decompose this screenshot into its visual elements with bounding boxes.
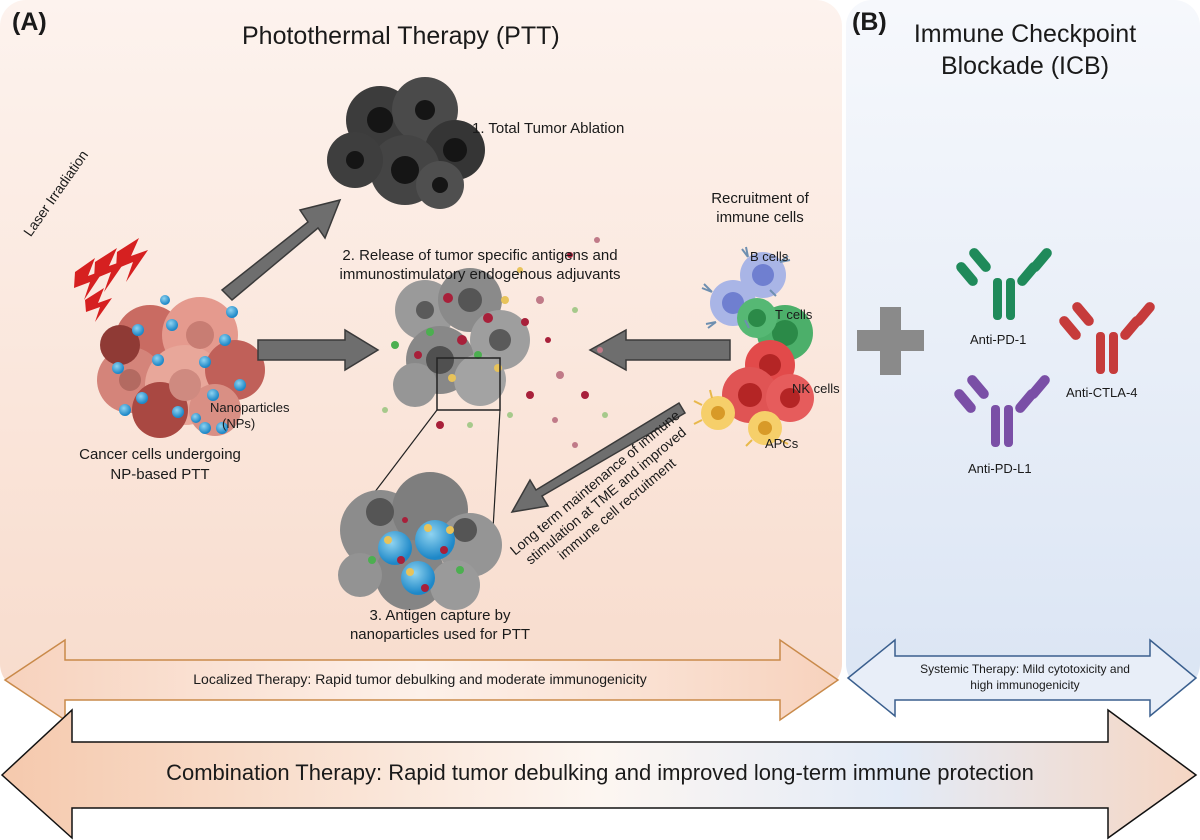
step3-line1: 3. Antigen capture by [369, 607, 511, 624]
b-cells-label: B cells [750, 249, 789, 264]
systemic-therapy-arrow [846, 638, 1198, 718]
step1-label: 1. Total Tumor Ablation [472, 120, 625, 137]
arrow-to-release [257, 328, 380, 372]
cancer-caption-line2: NP-based PTT [110, 466, 210, 483]
panel-a-letter: (A) [12, 8, 47, 36]
plus-icon [857, 307, 924, 375]
immune-cells-icon [693, 246, 814, 447]
combination-therapy-label: Combination Therapy: Rapid tumor debulki… [166, 760, 1034, 785]
nanoparticles-label: Nanoparticles [210, 400, 290, 415]
localized-therapy-label: Localized Therapy: Rapid tumor debulking… [193, 671, 647, 687]
panel-b-title-line2: Blockade (ICB) [940, 52, 1110, 80]
nps-label: (NPs) [222, 416, 256, 431]
panel-b-background [846, 0, 1200, 690]
antibody-pdl1-icon [954, 375, 1050, 447]
nk-cells-label: NK cells [792, 381, 840, 396]
panel-b-title-line1: Immune Checkpoint [913, 20, 1137, 48]
cancer-caption-line1: Cancer cells undergoing [79, 446, 241, 463]
recruitment-line2: immune cells [716, 209, 804, 226]
localized-therapy-arrow [3, 638, 840, 722]
antibody-ctla4-icon [1059, 302, 1155, 374]
step3-line2: nanoparticles used for PTT [349, 626, 531, 643]
cancer-cell-cluster [97, 295, 265, 438]
arrow-to-ablation [220, 198, 342, 302]
arrow-from-immune [588, 328, 731, 372]
anti-ctla4-label: Anti-CTLA-4 [1066, 385, 1138, 400]
laser-bolt-icon [74, 238, 148, 322]
antigen-capture-tumor [338, 472, 502, 610]
recruitment-line1: Recruitment of [711, 190, 809, 207]
combination-therapy-arrow [0, 708, 1198, 840]
panel-b-letter: (B) [852, 8, 887, 36]
anti-pd1-label: Anti-PD-1 [970, 332, 1027, 347]
step2-line1: 2. Release of tumor specific antigens an… [342, 247, 618, 264]
arrow-long-term [510, 401, 687, 513]
panel-a-title: Photothermal Therapy (PTT) [242, 22, 560, 50]
step2-line2: immunostimulatory endogenous adjuvants [339, 266, 621, 283]
magnifier-box-icon [436, 357, 501, 411]
antibody-pd1-icon [956, 248, 1052, 320]
systemic-therapy-line2: high immunogenicity [970, 678, 1080, 692]
anti-pdl1-label: Anti-PD-L1 [968, 461, 1032, 476]
ablated-tumor-icon [327, 77, 485, 209]
apcs-label: APCs [765, 436, 799, 451]
released-antigens [382, 237, 608, 448]
systemic-therapy-line1: Systemic Therapy: Mild cytotoxicity and [920, 662, 1130, 676]
t-cells-label: T cells [775, 307, 813, 322]
